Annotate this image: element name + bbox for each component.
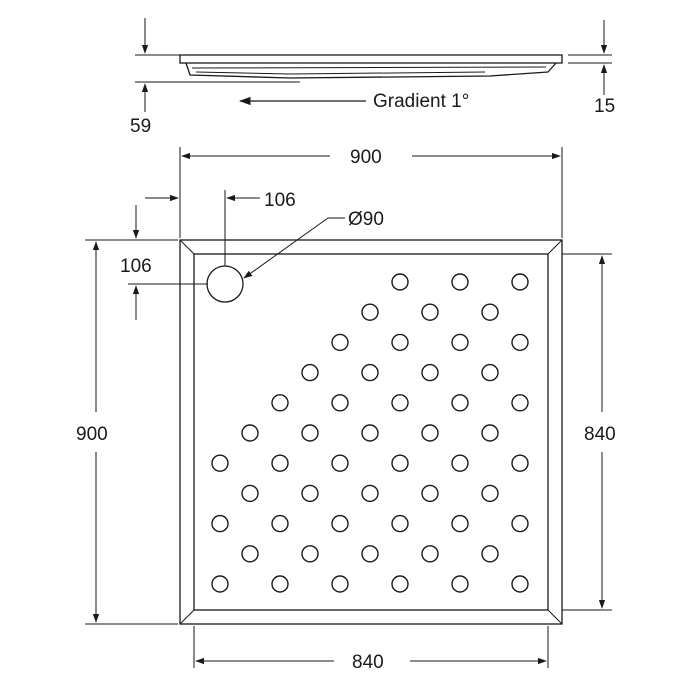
anti-slip-hole <box>271 454 289 472</box>
anti-slip-hole <box>421 545 439 563</box>
anti-slip-hole-grid <box>211 273 529 593</box>
anti-slip-hole <box>241 545 259 563</box>
outer-height-label: 900 <box>76 424 108 445</box>
anti-slip-hole <box>241 484 259 503</box>
anti-slip-hole <box>451 333 469 352</box>
anti-slip-hole <box>331 514 349 533</box>
anti-slip-hole <box>481 424 499 442</box>
drain-diameter-leader <box>243 217 329 279</box>
side-view-inner-line-2 <box>195 71 486 75</box>
anti-slip-hole <box>451 394 469 412</box>
anti-slip-hole <box>331 394 349 412</box>
anti-slip-hole <box>331 454 349 472</box>
anti-slip-hole <box>361 363 379 382</box>
anti-slip-hole <box>511 394 529 412</box>
outer-width-label: 900 <box>350 147 382 168</box>
anti-slip-hole <box>301 424 319 442</box>
anti-slip-hole <box>511 333 529 352</box>
anti-slip-hole <box>511 575 529 593</box>
anti-slip-hole <box>391 575 409 593</box>
tray-outer-edge <box>179 239 563 625</box>
anti-slip-hole <box>301 545 319 563</box>
bevel-top-right <box>547 239 563 255</box>
inner-width-label: 840 <box>352 652 384 673</box>
anti-slip-hole <box>481 484 499 503</box>
bevel-bottom-left <box>179 609 195 625</box>
anti-slip-hole <box>271 575 289 593</box>
anti-slip-hole <box>391 454 409 472</box>
anti-slip-hole <box>451 514 469 533</box>
anti-slip-hole <box>211 514 229 533</box>
anti-slip-hole <box>421 424 439 442</box>
anti-slip-hole <box>361 484 379 503</box>
lip-height-label: 15 <box>594 96 615 117</box>
inner-height-label: 840 <box>584 424 616 445</box>
bevel-top-left <box>179 239 195 255</box>
anti-slip-hole <box>451 454 469 472</box>
anti-slip-hole <box>481 303 499 321</box>
anti-slip-hole <box>361 545 379 563</box>
drain-offset-x-label: 106 <box>264 190 296 211</box>
side-view-height-label: 59 <box>130 116 151 137</box>
anti-slip-hole <box>331 575 349 593</box>
anti-slip-hole <box>481 363 499 382</box>
side-view-body <box>185 62 557 79</box>
anti-slip-hole <box>421 484 439 503</box>
side-view-inner-line <box>191 66 547 69</box>
drain-diameter-label: Ø90 <box>348 209 384 230</box>
tray-inner-edge <box>193 253 549 611</box>
anti-slip-hole <box>451 575 469 593</box>
side-view-lip <box>179 54 563 64</box>
anti-slip-hole <box>511 273 529 291</box>
anti-slip-hole <box>331 333 349 352</box>
anti-slip-hole <box>271 394 289 412</box>
anti-slip-hole <box>451 273 469 291</box>
anti-slip-hole <box>391 273 409 291</box>
anti-slip-hole <box>481 545 499 563</box>
anti-slip-hole <box>301 484 319 503</box>
top-view: 900 106 Ø90 106 900 840 840 <box>76 147 616 673</box>
anti-slip-hole <box>391 514 409 533</box>
anti-slip-hole <box>211 575 229 593</box>
side-view: 59 15 Gradient 1° <box>130 18 615 137</box>
anti-slip-hole <box>211 454 229 472</box>
bevel-bottom-right <box>547 609 563 625</box>
anti-slip-hole <box>301 363 319 382</box>
anti-slip-hole <box>361 303 379 321</box>
anti-slip-hole <box>511 514 529 533</box>
anti-slip-hole <box>391 333 409 352</box>
drain-offset-y-label: 106 <box>120 256 152 277</box>
anti-slip-hole <box>421 303 439 321</box>
anti-slip-hole <box>361 424 379 442</box>
anti-slip-hole <box>511 454 529 472</box>
drain-hole <box>206 265 244 303</box>
gradient-label: Gradient 1° <box>373 91 469 112</box>
anti-slip-hole <box>271 514 289 533</box>
anti-slip-hole <box>421 363 439 382</box>
anti-slip-hole <box>241 424 259 442</box>
anti-slip-hole <box>391 394 409 412</box>
